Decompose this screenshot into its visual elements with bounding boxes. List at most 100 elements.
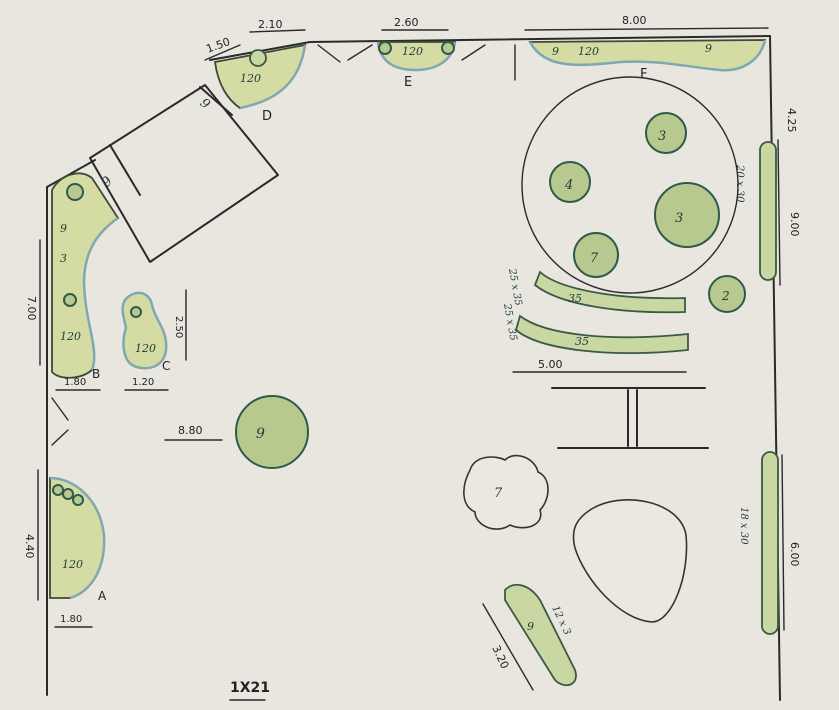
- bed-c-edge: [121, 291, 168, 370]
- dim-line-800: [524, 27, 769, 31]
- bed-f-code-3: 9: [705, 42, 712, 55]
- bed-b-code-1: 9: [60, 222, 67, 235]
- shrub-2-code: 2: [721, 289, 730, 303]
- shrub-outline-code: 7: [494, 486, 503, 501]
- circular-garden: 3 4 3 7 2: [521, 76, 746, 313]
- tree-3-code: 3: [658, 129, 666, 144]
- hedge-right-bottom: [761, 451, 779, 635]
- house-divider-1: [109, 144, 141, 196]
- bed-c: 120 C 2.50 1.20: [121, 289, 187, 391]
- bed-d-shrub: [249, 49, 267, 67]
- tree-6-code: 3: [675, 211, 683, 226]
- bed-e-shrub-2: [441, 41, 455, 55]
- dim-250: 2.50: [173, 316, 184, 338]
- dim-150: 1.50: [204, 35, 231, 56]
- hedge-right-bottom-code: 18 x 30: [738, 507, 749, 545]
- bed-d-edge: [239, 44, 307, 110]
- scale-label: 1X21: [230, 680, 270, 696]
- bed-f: 9 120 9 F 8.00: [514, 14, 769, 82]
- shrub-row-lower-size: 25 x 35: [501, 302, 519, 342]
- dim-425: 4.25: [785, 108, 798, 133]
- house-label-small-2: 9: [197, 96, 213, 113]
- house-divider-2: [199, 86, 233, 116]
- hedge-right-top: [759, 141, 777, 281]
- gate-swing-2: [51, 429, 69, 446]
- dim-600: 6.00: [788, 542, 801, 567]
- tree-4-code: 4: [564, 178, 573, 193]
- hedge-bottom-code: 9: [527, 620, 534, 633]
- bed-b: 9 3 120 B 7.00 1.80: [25, 172, 120, 391]
- house-label-small: 9: [99, 174, 116, 190]
- dim-line-150: [204, 44, 241, 61]
- scale-label-group: 1X21: [229, 680, 270, 701]
- central-tree: 9 8.80: [164, 395, 309, 469]
- house-block: 9 9: [89, 84, 279, 263]
- bed-a-edge: [49, 476, 106, 600]
- dim-440: 4.40: [23, 534, 36, 559]
- shrub-row-lower-code: 35: [575, 335, 589, 348]
- bed-b-shrub-2: [63, 293, 77, 307]
- shrub-rows: 35 25 x 35 35 25 x 35 5.00: [501, 267, 689, 373]
- bed-a: 120 A 4.40 1.80: [23, 469, 107, 628]
- shrub-outline-unfilled: [463, 454, 549, 530]
- left-wall-corner: [46, 159, 96, 188]
- bed-c-shape: [121, 291, 167, 370]
- dim-180-b: 1.80: [64, 377, 86, 388]
- tree-7-code: 7: [590, 251, 599, 266]
- bed-b-code-2: 3: [60, 252, 67, 265]
- dim-700: 7.00: [25, 296, 38, 321]
- dim-line-600: [781, 454, 785, 631]
- central-tree-crown: [235, 395, 309, 469]
- tree-3: [645, 112, 687, 154]
- bed-f-code-1: 9: [552, 45, 559, 58]
- bed-a-code: 120: [62, 558, 83, 571]
- bottom-hedge: 9 12 x 3 3.20: [482, 583, 577, 691]
- dim-900: 9.00: [788, 212, 801, 237]
- bed-c-shrub: [130, 306, 142, 318]
- bed-d-label: D: [262, 109, 272, 124]
- dim-line-210: [249, 29, 306, 33]
- shrub-2: [708, 275, 746, 313]
- bed-a-shrub-2: [62, 488, 74, 500]
- bed-a-label: A: [98, 589, 107, 603]
- pond: [572, 499, 688, 623]
- dim-line-900: [777, 139, 781, 286]
- dim-880: 8.80: [178, 424, 203, 437]
- right-dimensions: 4.25 9.00 6.00: [777, 108, 801, 631]
- bed-a-shrub-3: [72, 494, 84, 506]
- pergola: [551, 387, 709, 449]
- bed-e-shrub-1: [378, 41, 392, 55]
- dim-120-c: 1.20: [132, 377, 154, 388]
- bed-c-label: C: [162, 359, 170, 373]
- bed-f-label: F: [640, 67, 647, 82]
- dim-260: 2.60: [394, 16, 419, 29]
- bed-c-code: 120: [135, 342, 156, 355]
- hedge-right-top-code: 20 x 30: [734, 164, 745, 203]
- bed-f-shape: [528, 39, 767, 72]
- dim-180-a: 1.80: [60, 614, 82, 625]
- bed-d-tick: [317, 44, 341, 63]
- bed-e-edge: [376, 41, 457, 72]
- top-wall: [309, 35, 771, 43]
- bed-a-shrub-1: [52, 484, 64, 496]
- bed-e: 120 E 2.60: [347, 16, 486, 90]
- dim-210: 2.10: [258, 18, 283, 31]
- bed-e-tick-right: [461, 44, 486, 61]
- hedge-bottom-diagonal: [504, 583, 577, 687]
- tree-7: [573, 232, 619, 278]
- shrub-row-upper-size: 25 x 35: [506, 267, 524, 307]
- tree-6: [654, 182, 720, 248]
- tree-4: [549, 161, 591, 203]
- dim-line-320: [482, 603, 534, 691]
- bed-b-code-3: 120: [60, 330, 81, 343]
- bed-d-code: 120: [240, 72, 261, 85]
- circle-outline: [521, 76, 739, 294]
- shrub-row-lower: [514, 314, 689, 354]
- house-outline: [89, 84, 279, 263]
- right-hedges: 20 x 30 18 x 30: [734, 141, 779, 635]
- bed-b-shrub-1: [66, 183, 84, 201]
- bed-f-edge: [528, 39, 767, 72]
- shrub-row-upper: [533, 270, 686, 314]
- bed-d: 120 D 1.50 2.10: [204, 18, 341, 124]
